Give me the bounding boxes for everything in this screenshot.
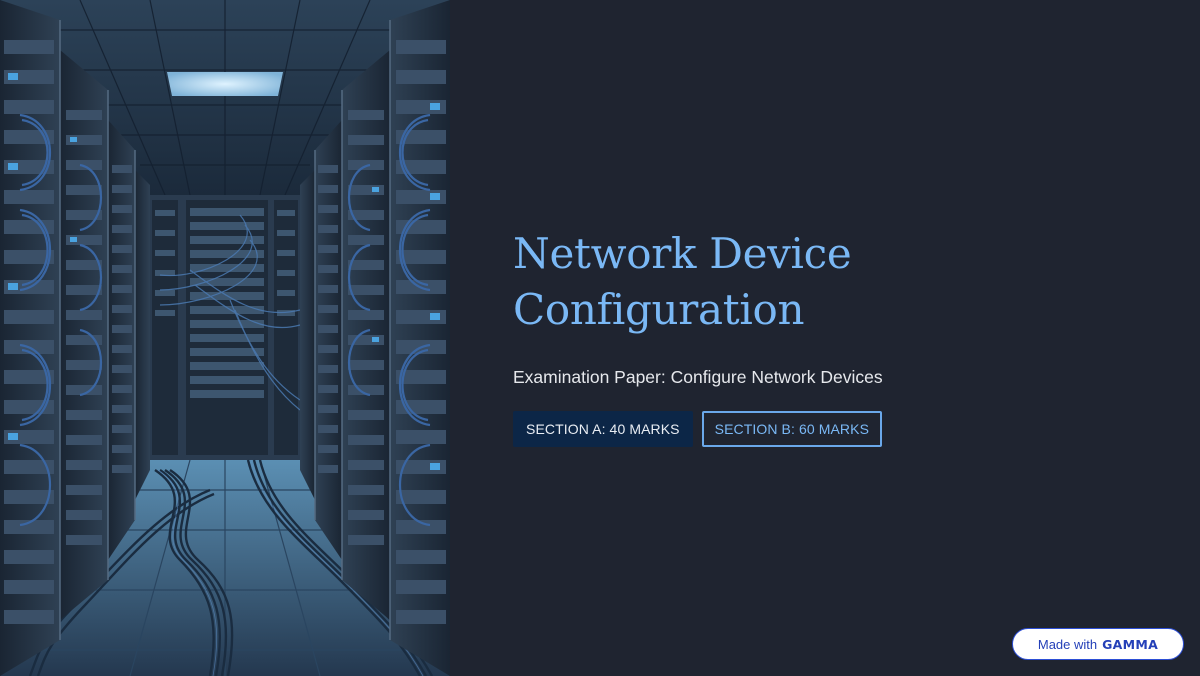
section-a-badge: SECTION A: 40 MARKS [513, 411, 693, 447]
subtitle: Examination Paper: Configure Network Dev… [513, 367, 883, 387]
gamma-logo-icon: GAMMA [1102, 636, 1159, 652]
page-title: Network Device Configuration [513, 226, 1153, 338]
section-badges: SECTION A: 40 MARKS SECTION B: 60 MARKS [513, 411, 1153, 447]
title-line-1: Network Device [513, 229, 852, 278]
title-line-2: Configuration [513, 285, 805, 334]
section-b-badge: SECTION B: 60 MARKS [701, 411, 883, 447]
made-with-label: Made with [1037, 636, 1098, 652]
made-with-gamma-button[interactable]: Made with GAMMA [1012, 628, 1184, 660]
server-room-illustration-icon [0, 0, 450, 676]
title-block: Network Device Configuration Examination… [513, 226, 1153, 447]
server-room-image [0, 0, 450, 676]
